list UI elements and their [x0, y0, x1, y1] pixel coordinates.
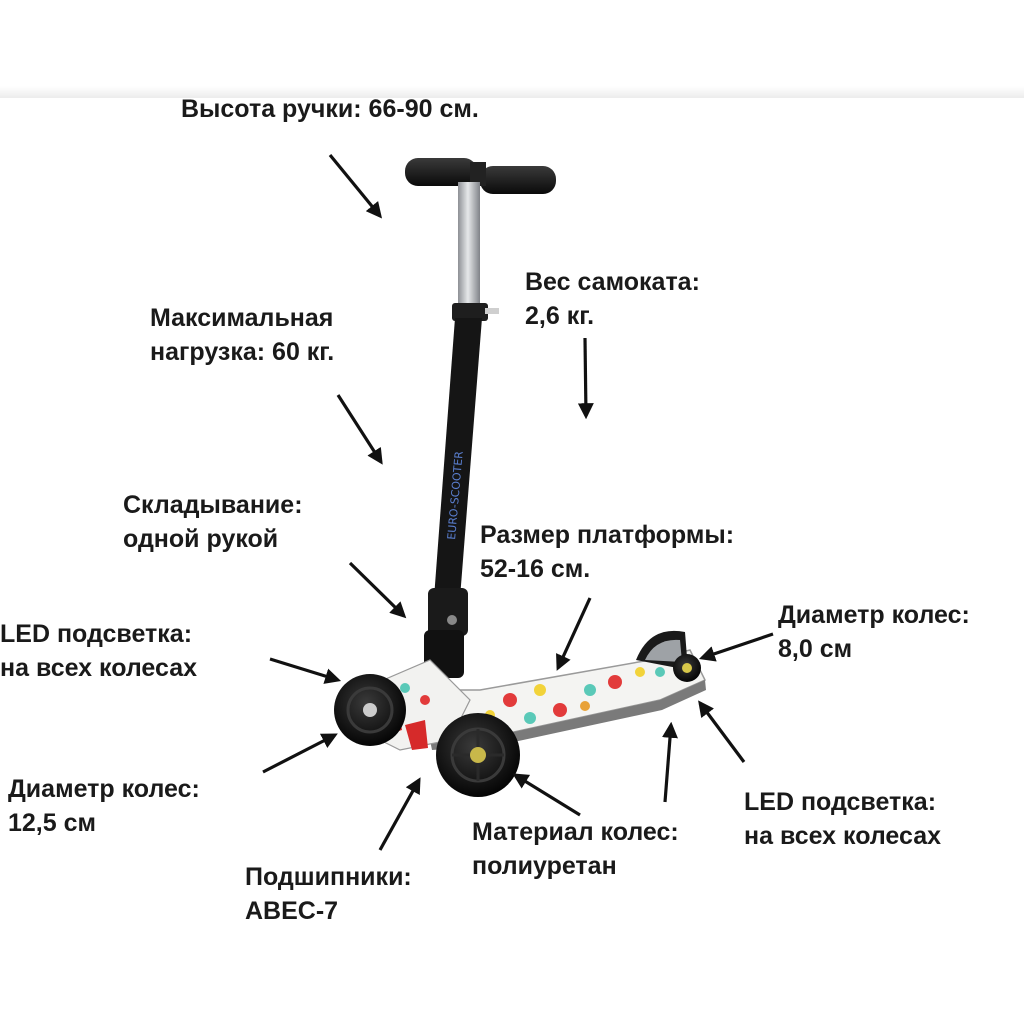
- front-right-wheel: [436, 713, 520, 797]
- label-led-right: LED подсветка: на всех колесах: [744, 788, 941, 850]
- label-wheel-material: Материал колес: полиуретан: [472, 818, 679, 880]
- label-weight: Вес самоката: 2,6 кг.: [525, 268, 700, 330]
- arrow-weight: [577, 337, 594, 420]
- handlebar: [405, 158, 556, 194]
- height-clamp: [452, 303, 488, 321]
- label-platform-size: Размер платформы: 52-16 см.: [480, 521, 735, 583]
- arrow-led-right-a: [662, 721, 678, 803]
- front-left-wheel: [334, 674, 406, 746]
- label-front-wheel-diameter: Диаметр колес: 12,5 см: [8, 775, 200, 837]
- label-bearings: Подшипники: ABEC-7: [245, 863, 412, 925]
- stem-lower-tube: [434, 318, 482, 598]
- label-folding: Складывание: одной рукой: [123, 491, 303, 553]
- arrow-handle-height: [328, 153, 383, 219]
- arrow-front-wheel-diameter: [262, 733, 338, 774]
- label-max-load: Максимальная нагрузка: 60 кг.: [150, 304, 335, 366]
- label-rear-wheel-diameter: Диаметр колес: 8,0 см: [778, 601, 970, 663]
- arrow-led-left: [269, 657, 342, 684]
- arrow-max-load: [336, 394, 383, 465]
- arrow-platform-size: [556, 597, 592, 671]
- arrow-bearings: [378, 777, 421, 851]
- rear-brake: [636, 630, 688, 670]
- arrow-rear-wheel-diameter: [698, 632, 774, 662]
- top-shading: [0, 0, 1024, 98]
- label-led-left: LED подсветка: на всех колесах: [0, 620, 197, 682]
- arrow-led-right-b: [698, 700, 746, 763]
- arrow-wheel-material: [512, 773, 581, 817]
- arrow-folding: [348, 561, 407, 619]
- label-handle-height: Высота ручки: 66-90 см.: [181, 95, 479, 123]
- stem-upper-tube: [458, 182, 480, 310]
